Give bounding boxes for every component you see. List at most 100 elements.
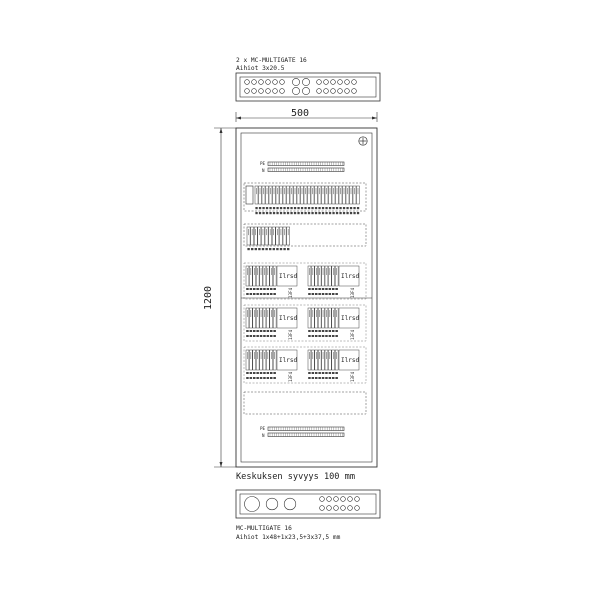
circuit-label [315,330,318,332]
circuit-label [307,207,311,210]
breaker-module [331,349,335,371]
circuit-label [297,212,300,215]
circuit-label [311,212,314,215]
circuit-label [311,330,315,332]
circuit-label [270,330,273,332]
rcd-module [338,307,360,329]
cable-hole [279,79,285,85]
rcd-group: Ilrsd 13F4 [307,349,359,382]
circuit-label [321,377,325,379]
circuit-label [335,377,338,379]
breaker-module [328,349,332,371]
cable-hole [326,505,332,511]
lock-icon [358,136,368,146]
circuit-label [321,207,325,210]
circuit-label [253,372,256,374]
rcd-label: Ilrsd [279,315,297,322]
breaker-module [268,226,272,246]
circuit-label [255,212,258,215]
breaker-module [262,349,267,371]
breaker-module [293,185,297,205]
circuit-label [318,335,321,337]
breaker-module [328,265,332,287]
cable-hole [344,79,350,85]
breaker-module [314,349,318,371]
circuit-label [325,293,328,295]
reserve-row [243,391,367,415]
circuit-label [270,288,273,290]
circuit-label [263,335,266,337]
circuit-label [339,212,342,215]
cable-hole [337,79,343,85]
rcd-label: Ilrsd [341,315,359,322]
dual-row-frame [243,262,367,300]
circuit-label [308,288,311,290]
bottom-gland-holes [244,496,360,512]
circuit-label [256,335,259,337]
bottom-gland-subtitle: Aihiot 1x48+1x23,5+3x37,5 mm [236,534,341,541]
circuit-label [321,293,325,295]
cable-hole [344,88,350,94]
circuit-label [259,293,263,295]
large-cable-hole [292,87,300,95]
circuit-label [249,330,253,332]
circuit-label [246,372,249,374]
circuit-label [349,207,353,210]
circuit-label [246,377,249,379]
circuit-label [346,212,349,215]
circuit-label [266,372,270,374]
breaker-module [259,307,263,329]
cable-hole [337,88,343,94]
breaker-module [258,185,262,205]
group-label: 13F4 [350,371,355,382]
circuit-label [328,207,332,210]
circuit-label [335,207,339,210]
circuit-label [279,212,283,215]
circuit-label [328,335,332,337]
cable-hole [272,79,278,85]
breaker-module [307,307,312,329]
circuit-label [270,335,273,337]
breaker-module [282,226,287,246]
large-cable-hole [302,87,310,95]
circuit-label [315,288,318,290]
circuit-label [335,212,339,215]
circuit-label [339,207,342,210]
breaker-module [272,307,277,329]
circuit-label [270,372,273,374]
circuit-label [273,293,276,295]
circuit-label [246,330,249,332]
circuit-label [356,212,360,215]
circuit-label [269,207,272,210]
breaker-module [314,307,318,329]
circuit-label [315,372,318,374]
breaker-module [296,185,301,205]
circuit-label [276,248,279,251]
cabinet-inner-frame [240,132,373,463]
breaker-module [269,349,273,371]
circuit-label [328,377,332,379]
cable-hole [354,505,360,511]
breaker-module [259,349,263,371]
breaker-module [307,265,312,287]
cable-hole [258,88,264,94]
circuit-label [335,372,338,374]
breaker-module [331,307,335,329]
cable-hole [323,88,329,94]
circuit-label [273,377,276,379]
circuit-label [335,335,338,337]
group-label: 13F4 [350,287,355,298]
circuit-label [311,372,315,374]
large-cable-hole [283,497,297,511]
breaker-module [262,265,267,287]
rcd-label: Ilrsd [341,357,359,364]
width-value: 500 [291,108,309,119]
circuit-label [266,293,270,295]
breaker-module [250,226,254,246]
circuit-label [261,248,265,251]
circuit-label [346,207,349,210]
circuit-label [270,377,273,379]
breaker-module [324,349,329,371]
